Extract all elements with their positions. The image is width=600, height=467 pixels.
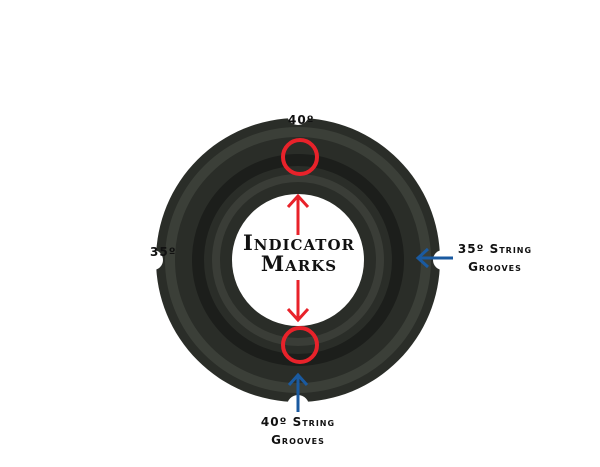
notch-left [143, 250, 163, 270]
notch-top [287, 103, 309, 125]
indicator-marks-label: Indicator Marks [233, 232, 365, 274]
top-angle-label: 40º [288, 113, 315, 127]
left-angle-label: 35º [150, 245, 177, 259]
right-grooves-label: 35º String Grooves [455, 240, 535, 276]
sight-aperture [232, 194, 364, 326]
blue-arrow-left-icon [415, 247, 453, 269]
notch-right [433, 250, 453, 270]
blue-arrow-up-icon [287, 372, 309, 412]
right-grooves-line2: Grooves [468, 260, 522, 274]
bottom-grooves-line1: 40º String [260, 415, 336, 429]
peep-sight [143, 103, 453, 417]
right-grooves-line1: 35º String [457, 242, 533, 256]
bottom-grooves-label: 40º String Grooves [256, 413, 340, 449]
center-line2: Marks [260, 251, 338, 276]
bottom-grooves-line2: Grooves [271, 433, 325, 447]
center-line1: Indicator [242, 230, 355, 255]
red-arrow-down-icon [286, 280, 310, 323]
indicator-circle-bottom [281, 326, 319, 364]
red-arrow-up-icon [286, 193, 310, 235]
indicator-circle-top [281, 138, 319, 176]
